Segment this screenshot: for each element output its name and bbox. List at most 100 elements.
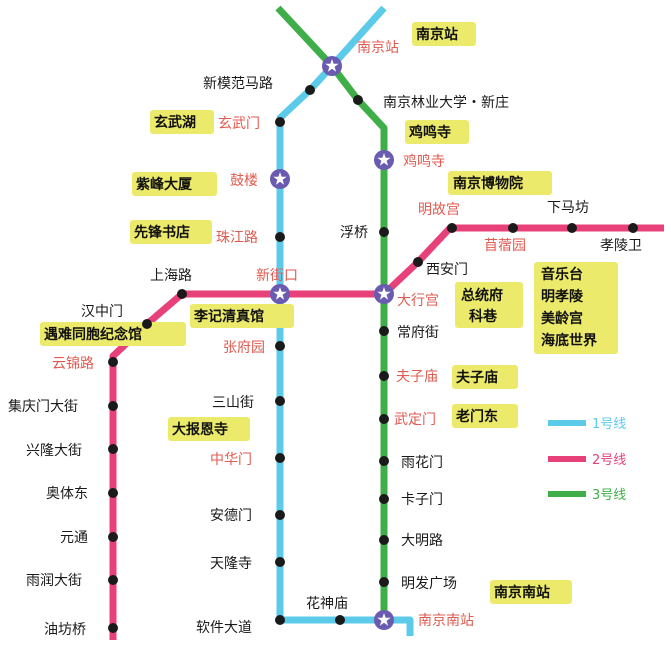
- station-label-tianlongsi: 天隆寺: [210, 556, 252, 572]
- station-label-hanzhongmen: 汉中门: [81, 304, 123, 320]
- station-dot: [142, 319, 152, 329]
- station-label-xianmen: 西安门: [426, 262, 468, 278]
- station-label-xinjiekou: 新街口: [256, 268, 298, 284]
- station-label-minggugong: 明故宫: [418, 202, 460, 218]
- station-label-yuhuamen: 雨花门: [401, 455, 443, 471]
- station-dot: [177, 289, 187, 299]
- station-dot: [275, 453, 285, 463]
- station-dot: [379, 227, 389, 237]
- transfer-stations: [270, 56, 394, 630]
- landmark-zongtongfu: 总统府: [461, 287, 503, 304]
- landmark-highlights: [40, 22, 618, 604]
- station-dot: [275, 117, 285, 127]
- station-label-yurundajie: 雨润大街: [26, 573, 82, 589]
- station-dot: [108, 532, 118, 542]
- landmark-labels: 南京站 玄武湖 鸡鸣寺 紫峰大厦 南京博物院 先锋书店 总统府 科巷 李记清真馆…: [44, 26, 598, 601]
- legend-label-line2: 2号线: [592, 453, 626, 468]
- station-label-youfangqiao: 油坊桥: [44, 622, 86, 638]
- station-label-xiamafang: 下马坊: [547, 200, 589, 216]
- station-label-jiqingmendajie: 集庆门大街: [8, 398, 78, 415]
- station-dot: [275, 510, 285, 520]
- station-label-fuzimiao: 夫子庙: [396, 369, 438, 385]
- station-label-gulou: 鼓楼: [230, 173, 258, 189]
- station-label-huashenmiao: 花神庙: [306, 596, 348, 612]
- station-dot: [628, 223, 638, 233]
- station-dot: [275, 396, 285, 406]
- station-dot: [379, 494, 389, 504]
- station-label-zhangfuyuan: 张府园: [223, 340, 265, 356]
- station-label-changfujie: 常府街: [397, 325, 439, 341]
- landmark-zhongshan-3: 美龄宫: [541, 310, 583, 327]
- landmark-jimingsi: 鸡鸣寺: [408, 124, 451, 141]
- station-dot: [108, 488, 118, 498]
- station-dot: [275, 341, 285, 351]
- station-labels: 南京站 新模范马路 南京林业大学・新庄 玄武门 鸡鸣寺 鼓楼 浮桥 明故宫 下马…: [8, 40, 642, 638]
- station-label-shanghailu: 上海路: [150, 268, 192, 284]
- station-label-ruanjiandadao: 软件大道: [196, 620, 252, 636]
- station-label-jimingsi: 鸡鸣寺: [403, 153, 445, 170]
- station-label-andemen: 安德门: [210, 508, 252, 524]
- station-dot: [108, 357, 118, 367]
- landmark-nanjingzhan: 南京站: [416, 26, 458, 43]
- landmark-nanjingnanzhan: 南京南站: [494, 584, 550, 601]
- station-label-xinmofanmalu: 新模范马路: [203, 75, 273, 92]
- station-label-nanjingnanzhan: 南京南站: [418, 613, 474, 629]
- transfer-icon: [374, 610, 394, 630]
- landmark-zhongshan-1: 音乐台: [541, 266, 583, 283]
- transfer-icon: [374, 150, 394, 170]
- station-label-zhonghuamen: 中华门: [210, 452, 252, 468]
- station-dot: [379, 371, 389, 381]
- landmark-zhongshan-2: 明孝陵: [541, 288, 584, 305]
- station-label-linyedaxue: 南京林业大学・新庄: [383, 94, 509, 111]
- station-dot: [335, 615, 345, 625]
- landmark-nanjingbowuyuan: 南京博物院: [453, 175, 523, 192]
- station-dot: [353, 95, 363, 105]
- station-dot: [108, 575, 118, 585]
- station-dot: [413, 257, 423, 267]
- station-label-fuqiao: 浮桥: [340, 225, 368, 241]
- station-label-daminglu: 大明路: [401, 533, 443, 549]
- legend-label-line1: 1号线: [592, 417, 626, 432]
- legend-label-line3: 3号线: [592, 488, 626, 503]
- station-dot: [108, 401, 118, 411]
- station-label-nanjingzhan: 南京站: [357, 40, 399, 56]
- station-label-kazimen: 卡子门: [401, 492, 443, 508]
- landmark-lijiqingzhensi: 李记清真馆: [193, 308, 264, 325]
- station-label-zhujianglu: 珠江路: [216, 230, 258, 246]
- landmark-yunantongbao: 遇难同胞纪念馆: [44, 326, 142, 343]
- station-dot: [275, 615, 285, 625]
- station-label-yuantong: 元通: [60, 530, 88, 546]
- station-label-wudingmen: 武定门: [394, 412, 436, 428]
- station-dot: [379, 414, 389, 424]
- station-dot: [567, 223, 577, 233]
- station-label-xiaolingwei: 孝陵卫: [600, 238, 642, 254]
- landmark-xianfengshudian: 先锋书店: [134, 224, 190, 241]
- station-dot: [305, 85, 315, 95]
- station-dot: [379, 456, 389, 466]
- station-dot: [379, 577, 389, 587]
- landmark-fuzimiao: 夫子庙: [456, 369, 498, 386]
- station-dot: [108, 623, 118, 633]
- station-label-xuanwumen: 玄武门: [218, 115, 260, 132]
- legend: 1号线 2号线 3号线: [548, 417, 626, 503]
- landmark-zhongshan-4: 海底世界: [541, 332, 598, 349]
- station-dot: [379, 535, 389, 545]
- station-label-daxinggong: 大行宫: [397, 293, 439, 309]
- station-label-aotidong: 奥体东: [46, 485, 88, 502]
- transfer-icon: [322, 56, 342, 76]
- landmark-kexiang: 科巷: [469, 308, 498, 325]
- station-dot: [447, 223, 457, 233]
- station-dot: [275, 232, 285, 242]
- station-dot: [108, 444, 118, 454]
- station-label-yunjinlu: 云锦路: [52, 355, 94, 372]
- transfer-icon: [270, 284, 290, 304]
- transfer-icon: [270, 169, 290, 189]
- landmark-dabaoensi: 大报恩寺: [172, 421, 228, 438]
- station-dot: [508, 223, 518, 233]
- transfer-icon: [374, 284, 394, 304]
- station-label-xinglongdajie: 兴隆大街: [26, 443, 82, 459]
- station-label-muxuyuan: 苜蓿园: [484, 237, 526, 254]
- station-dots: [108, 85, 638, 633]
- station-dot: [379, 326, 389, 336]
- station-dot: [275, 557, 285, 567]
